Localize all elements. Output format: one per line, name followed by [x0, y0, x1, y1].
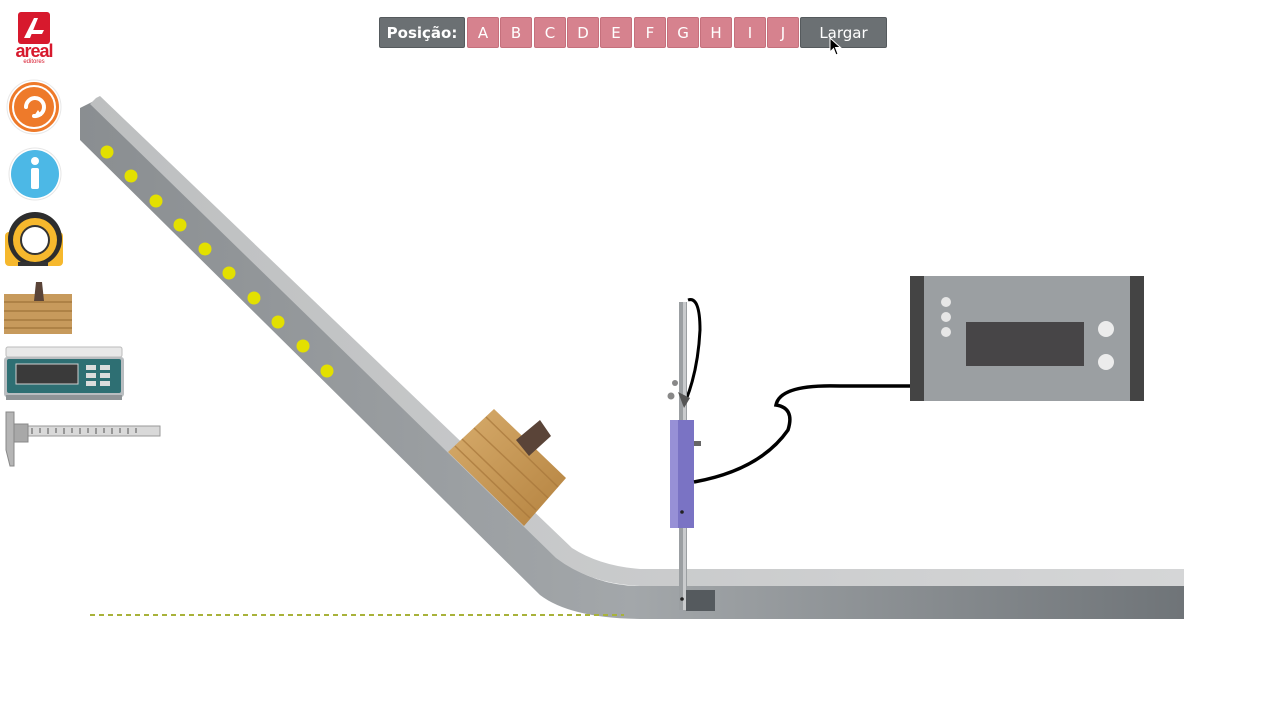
brand-mark-icon: [18, 12, 50, 44]
position-marker-c: [149, 194, 163, 208]
position-marker-f: [222, 266, 236, 280]
position-button-e[interactable]: E: [600, 17, 632, 48]
timer-button-bottom: [1098, 354, 1114, 370]
position-marker-a: [100, 145, 114, 159]
position-label: Posição:: [379, 17, 465, 48]
timer-button-top: [1098, 321, 1114, 337]
position-button-h[interactable]: H: [700, 17, 732, 48]
position-marker-h: [271, 315, 285, 329]
position-button-g[interactable]: G: [667, 17, 699, 48]
position-button-j[interactable]: J: [767, 17, 799, 48]
digital-timer: [910, 276, 1144, 401]
wood-block-icon[interactable]: [4, 280, 73, 335]
position-button-f[interactable]: F: [634, 17, 666, 48]
position-marker-b: [124, 169, 138, 183]
position-button-c[interactable]: C: [534, 17, 566, 48]
brand-sub: editores: [23, 59, 45, 65]
position-marker-g: [247, 291, 261, 305]
sensor-cable: [693, 384, 910, 484]
position-button-a[interactable]: A: [467, 17, 499, 48]
drop-button[interactable]: Largar: [800, 17, 887, 48]
brand-name: areal: [15, 41, 53, 61]
position-marker-i: [296, 339, 310, 353]
photogate: [667, 298, 715, 611]
wood-block[interactable]: [448, 409, 566, 526]
position-button-b[interactable]: B: [500, 17, 532, 48]
timer-display: [966, 322, 1084, 366]
position-markers: [100, 145, 334, 378]
position-marker-e: [198, 242, 212, 256]
tape-measure-icon[interactable]: [4, 212, 64, 268]
position-button-i[interactable]: I: [734, 17, 766, 48]
caliper-icon[interactable]: [4, 410, 162, 468]
position-marker-j: [320, 364, 334, 378]
position-button-d[interactable]: D: [567, 17, 599, 48]
info-icon[interactable]: [8, 147, 62, 201]
reset-icon[interactable]: [6, 79, 62, 135]
scale-icon[interactable]: [4, 345, 124, 401]
mouse-cursor-icon: [829, 37, 842, 56]
position-marker-d: [173, 218, 187, 232]
